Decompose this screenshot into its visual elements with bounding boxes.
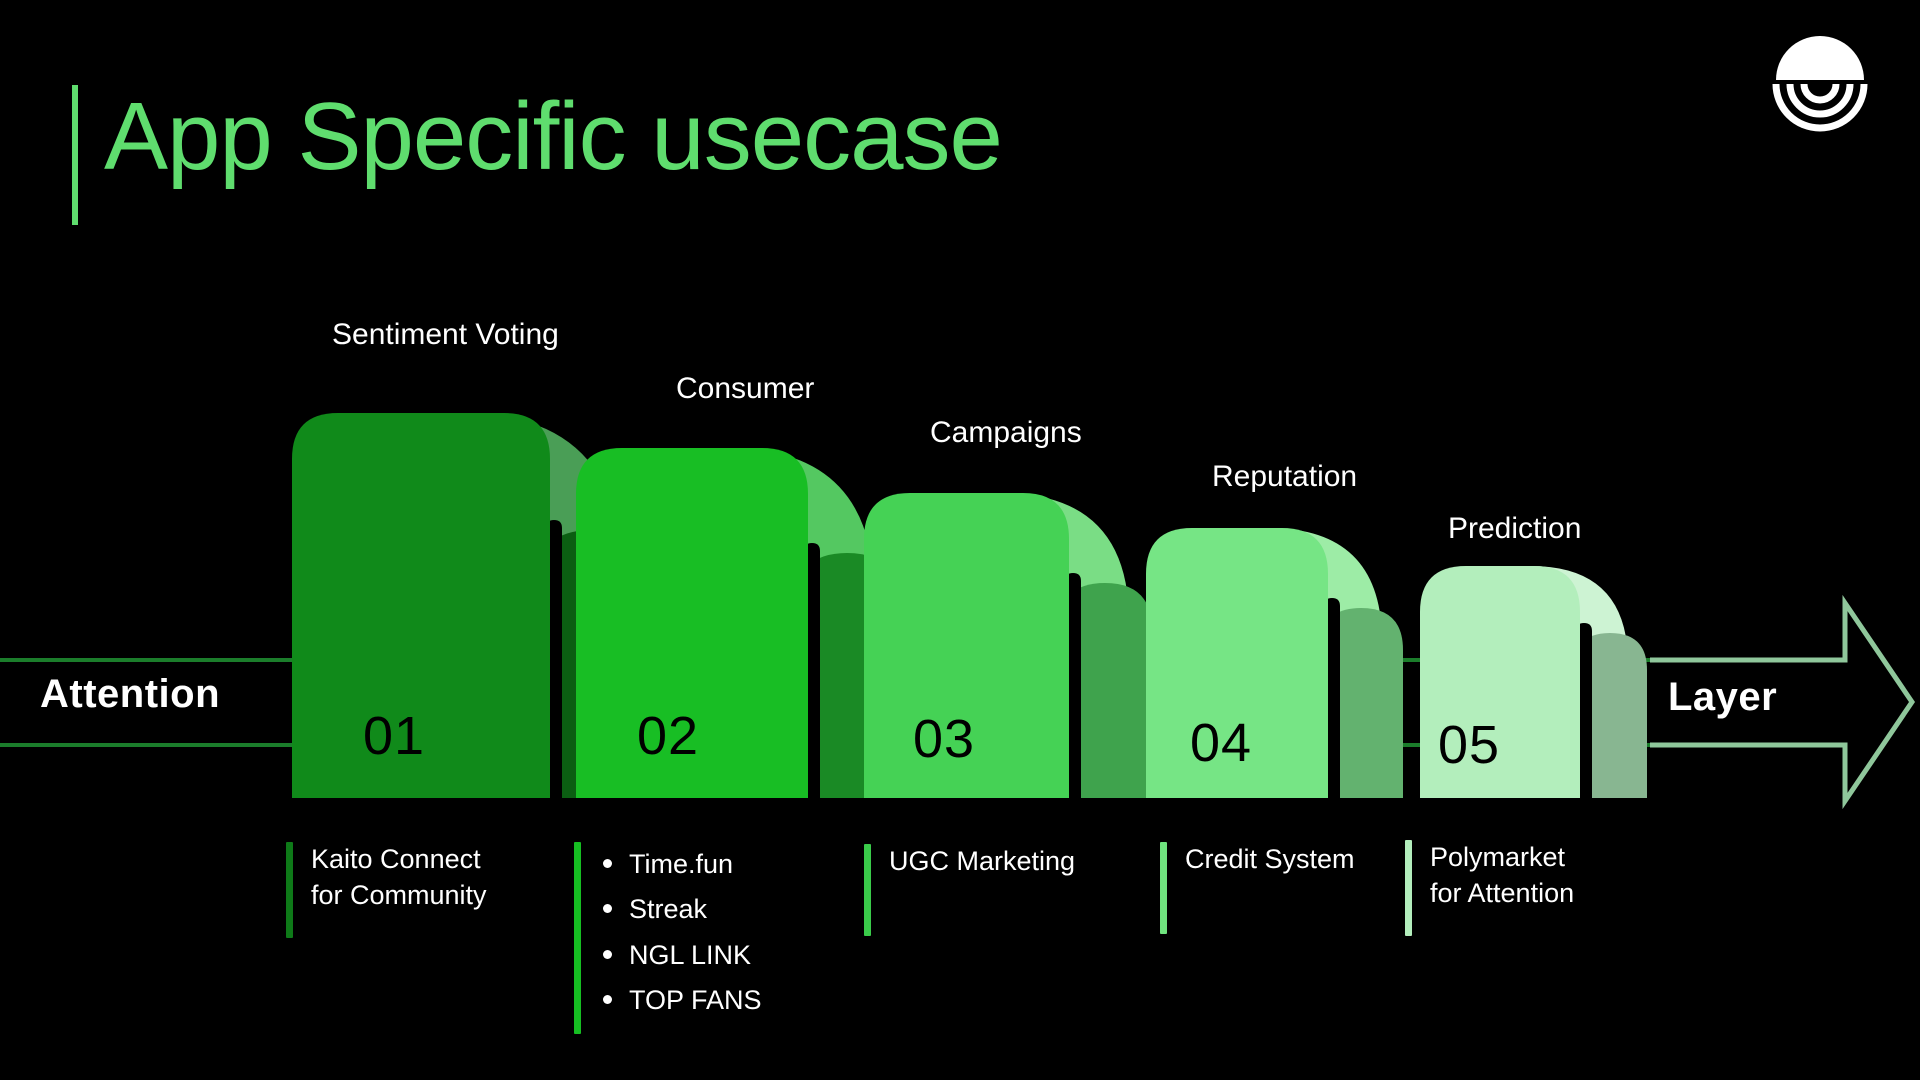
arch-number-03: 03 (913, 709, 976, 769)
arch-number-02: 02 (637, 706, 700, 766)
page-title: App Specific usecase (104, 83, 1003, 190)
note-list-item: Streak (599, 887, 762, 932)
arch-caption-02: Consumer (676, 372, 815, 405)
stage-note-04: Credit System (1160, 842, 1355, 934)
note-text-03: UGC Marketing (889, 846, 1076, 876)
stage-note-03: UGC Marketing (864, 844, 1075, 936)
arch-caption-03: Campaigns (930, 416, 1082, 449)
note-list-item: NGL LINK (599, 933, 762, 978)
note-list-item: TOP FANS (599, 978, 762, 1023)
arch-caption-01: Sentiment Voting (332, 318, 559, 351)
stage-note-01: Kaito Connect for Community (286, 842, 487, 938)
layer-label: Layer (1668, 675, 1778, 719)
note-accent-bar-01 (286, 842, 293, 938)
note-list-item: Time.fun (599, 842, 762, 887)
note-text-05: Polymarket for Attention (1430, 842, 1575, 908)
note-accent-bar-02 (574, 842, 581, 1034)
note-text-04: Credit System (1185, 844, 1355, 874)
arch-number-04: 04 (1190, 713, 1253, 773)
arrow-head-icon (1650, 594, 1916, 810)
arch-caption-04: Reputation (1212, 460, 1358, 493)
page-title-row: App Specific usecase (72, 83, 1003, 225)
arch-caption-05: Prediction (1448, 512, 1582, 545)
attention-label: Attention (40, 672, 221, 716)
stage-note-05: Polymarket for Attention (1405, 840, 1574, 936)
title-accent-bar (72, 85, 78, 225)
note-text-01: Kaito Connect for Community (311, 844, 487, 910)
arch-number-01: 01 (363, 706, 426, 766)
brand-logo-icon (1772, 36, 1868, 132)
note-accent-bar-05 (1405, 840, 1412, 936)
note-accent-bar-03 (864, 844, 871, 936)
arch-number-05: 05 (1438, 715, 1501, 775)
note-accent-bar-04 (1160, 842, 1167, 934)
